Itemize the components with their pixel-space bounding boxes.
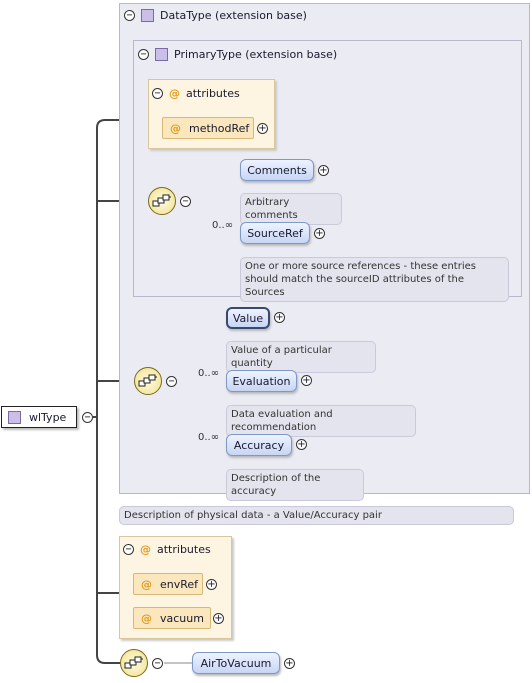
element-sourceref[interactable]: SourceRef [240,222,310,244]
at-sign-icon: @ [141,611,152,625]
doc-line: should match the sourceID attributes of … [245,274,464,298]
minus-toggle-icon[interactable]: − [152,658,163,669]
sourceref-occurrence: 0..∞ [212,220,234,231]
root-label: wlType [29,410,67,424]
element-accuracy[interactable]: Accuracy [226,434,292,456]
primary-attributes-title: attributes [186,87,240,100]
minus-toggle-icon[interactable]: − [82,412,93,423]
element-value[interactable]: Value [226,307,270,329]
element-label: Value [232,311,264,325]
minus-toggle-icon[interactable]: − [152,88,163,99]
element-comments[interactable]: Comments [240,159,314,181]
attribute-vacuum[interactable]: @ vacuum [133,607,211,629]
complex-type-icon [8,410,21,424]
complex-type-icon [155,48,168,61]
element-label: Accuracy [233,438,285,452]
element-airtovacuum[interactable]: AirToVacuum [192,652,280,674]
comments-doc: Arbitrary comments [240,193,342,225]
accuracy-doc: Description of the accuracy [226,469,364,501]
element-label: SourceRef [247,226,303,240]
plus-toggle-icon[interactable]: + [284,657,295,669]
sourceref-doc: One or more source references - these en… [240,257,509,302]
minus-toggle-icon[interactable]: − [138,49,149,60]
at-sign-icon: @ [140,543,151,556]
primarytype-label: PrimaryType (extension base) [174,48,338,61]
minus-toggle-icon[interactable]: − [180,196,191,207]
attribute-envref[interactable]: @ envRef [133,573,203,595]
minus-toggle-icon[interactable]: − [124,10,135,21]
at-sign-icon: @ [169,87,180,100]
doc-line: One or more source references - these en… [245,261,476,272]
plus-toggle-icon[interactable]: + [274,311,285,323]
datatype-label: DataType (extension base) [160,9,307,22]
plus-toggle-icon[interactable]: + [314,227,325,239]
attribute-label: methodRef [189,121,250,135]
sequence-compositor-icon[interactable] [120,649,148,677]
minus-toggle-icon[interactable]: − [123,544,134,555]
plus-toggle-icon[interactable]: + [296,438,307,450]
plus-toggle-icon[interactable]: + [213,612,224,624]
attribute-label: vacuum [160,611,204,625]
wl-attributes-title: attributes [157,543,211,556]
evaluation-doc: Data evaluation and recommendation [226,405,416,437]
element-label: Evaluation [232,374,291,388]
value-doc: Value of a particular quantity [226,341,376,373]
at-sign-icon: @ [141,577,152,591]
element-label: Comments [247,163,307,177]
plus-toggle-icon[interactable]: + [318,164,329,176]
attribute-methodref[interactable]: @ methodRef [162,117,254,139]
element-evaluation[interactable]: Evaluation [226,370,297,392]
attribute-label: envRef [160,577,199,591]
plus-toggle-icon[interactable]: + [206,578,217,590]
accuracy-occurrence: 0..∞ [198,432,220,443]
evaluation-occurrence: 0..∞ [198,368,220,379]
at-sign-icon: @ [170,121,181,135]
sequence-compositor-icon[interactable] [148,187,176,215]
root-complex-type[interactable]: wlType [1,406,77,428]
complex-type-icon [141,9,154,22]
sequence-compositor-icon[interactable] [134,367,162,395]
minus-toggle-icon[interactable]: − [166,376,177,387]
element-label: AirToVacuum [200,656,272,670]
plus-toggle-icon[interactable]: + [257,122,268,134]
plus-toggle-icon[interactable]: + [301,374,312,386]
datatype-doc: Description of physical data - a Value/A… [119,506,514,525]
